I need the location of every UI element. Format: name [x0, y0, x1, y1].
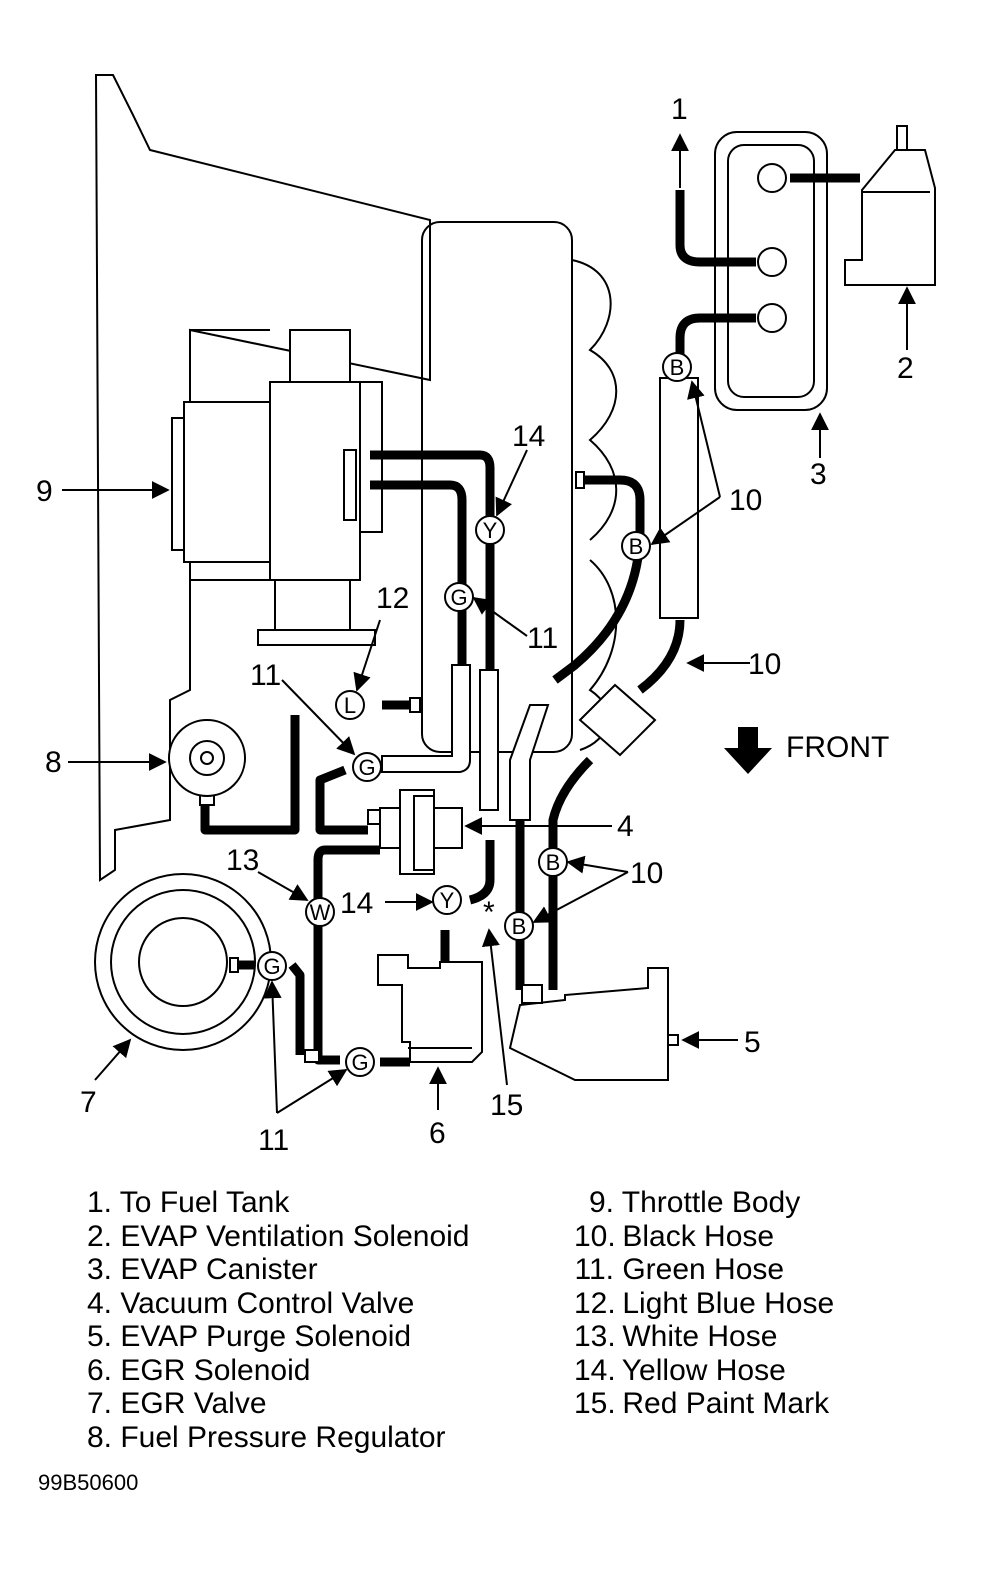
tag-black-1: B	[662, 352, 692, 382]
tag-green-2: G	[352, 752, 382, 782]
legend-item: 9. Throttle Body	[588, 1186, 801, 1219]
callout-7: 7	[80, 1086, 97, 1119]
hose-tags: B B B B Y Y G G G G L W	[257, 352, 692, 1077]
front-direction-indicator: FRONT	[724, 727, 889, 774]
callout-2: 2	[897, 352, 914, 385]
callout-10-top: 10	[729, 484, 762, 517]
svg-text:B: B	[629, 534, 644, 559]
svg-text:G: G	[263, 954, 280, 979]
legend-item: 15. Red Paint Mark	[574, 1387, 830, 1420]
svg-text:Y: Y	[440, 888, 455, 913]
callout-11-mid: 11	[527, 622, 558, 655]
rigid-tubes	[304, 377, 699, 1063]
front-arrow-icon	[724, 727, 772, 774]
inline-filter	[578, 683, 657, 757]
legend-item: 6. EGR Solenoid	[86, 1353, 311, 1387]
legend-item: 7. EGR Valve	[86, 1387, 267, 1420]
svg-text:B: B	[670, 355, 685, 380]
leader-lines	[62, 133, 916, 1114]
legend-item: 13. White Hose	[574, 1320, 778, 1353]
callout-15: 15	[490, 1089, 523, 1122]
throttle-body	[171, 329, 383, 646]
callout-10-low: 10	[630, 857, 663, 890]
callout-5: 5	[744, 1026, 761, 1059]
egr-solenoid	[377, 954, 483, 1063]
svg-text:G: G	[351, 1050, 368, 1075]
svg-text:W: W	[310, 900, 331, 925]
legend-item: 2. EVAP Ventilation Solenoid	[86, 1219, 470, 1253]
legend-item: 5. EVAP Purge Solenoid	[86, 1320, 412, 1353]
tag-black-2: B	[621, 531, 651, 561]
svg-text:G: G	[450, 585, 467, 610]
legend-item: 8. Fuel Pressure Regulator	[86, 1420, 446, 1454]
legend-left-column: 1. To Fuel Tank 2. EVAP Ventilation Sole…	[72, 1186, 470, 1454]
tag-green-4: G	[345, 1047, 375, 1077]
svg-text:L: L	[344, 693, 356, 718]
svg-text:B: B	[546, 850, 561, 875]
legend-item: 12. Light Blue Hose	[574, 1286, 835, 1320]
vacuum-hose-diagram: B B B B Y Y G G G G L W	[36, 74, 936, 1157]
callout-1: 1	[671, 93, 688, 126]
callout-10-mid: 10	[748, 648, 781, 681]
callout-8: 8	[45, 746, 62, 779]
legend-right-column: 9. Throttle Body 10. Black Hose 11. Gree…	[574, 1186, 834, 1421]
legend-item: 10. Black Hose	[574, 1219, 775, 1253]
callout-3: 3	[810, 458, 827, 491]
legend-item: 4. Vacuum Control Valve	[86, 1286, 415, 1320]
figure-code: 99B50600	[38, 1470, 139, 1495]
callout-14-low: 14	[340, 887, 373, 920]
tag-white: W	[305, 897, 335, 927]
callout-4: 4	[617, 810, 634, 843]
evap-canister	[714, 131, 828, 411]
legend-item: 14. Yellow Hose	[574, 1353, 786, 1387]
legend-item: 1. To Fuel Tank	[86, 1186, 290, 1219]
tag-green-3: G	[257, 951, 287, 981]
red-paint-mark-star: *	[483, 896, 495, 929]
callout-numbers: 1 2 3 4 5 6 7 8 9 10 10 10 11 11 11 12 1…	[36, 93, 914, 1157]
svg-text:B: B	[512, 914, 527, 939]
callout-11-left: 11	[250, 659, 281, 692]
svg-text:G: G	[358, 755, 375, 780]
callout-9: 9	[36, 475, 53, 508]
callout-12: 12	[376, 582, 409, 615]
fuel-pressure-regulator	[168, 719, 246, 806]
callout-13: 13	[226, 844, 259, 877]
front-label: FRONT	[786, 731, 889, 764]
hose-connectors	[229, 471, 585, 973]
tag-green-1: G	[444, 582, 474, 612]
svg-text:Y: Y	[483, 518, 498, 543]
tag-black-4: B	[504, 911, 534, 941]
legend-item: 11. Green Hose	[574, 1253, 785, 1286]
tag-yellow-2: Y	[432, 885, 462, 915]
callout-14-top: 14	[512, 420, 545, 453]
evap-ventilation-solenoid	[844, 125, 936, 286]
tag-black-3: B	[538, 847, 568, 877]
vacuum-control-valve	[367, 789, 463, 875]
legend-item: 3. EVAP Canister	[86, 1253, 318, 1286]
callout-11-bottom: 11	[258, 1124, 289, 1157]
egr-valve	[94, 873, 272, 1051]
callout-6: 6	[429, 1117, 446, 1150]
tag-light-blue: L	[335, 690, 365, 720]
tag-yellow-1: Y	[475, 515, 505, 545]
